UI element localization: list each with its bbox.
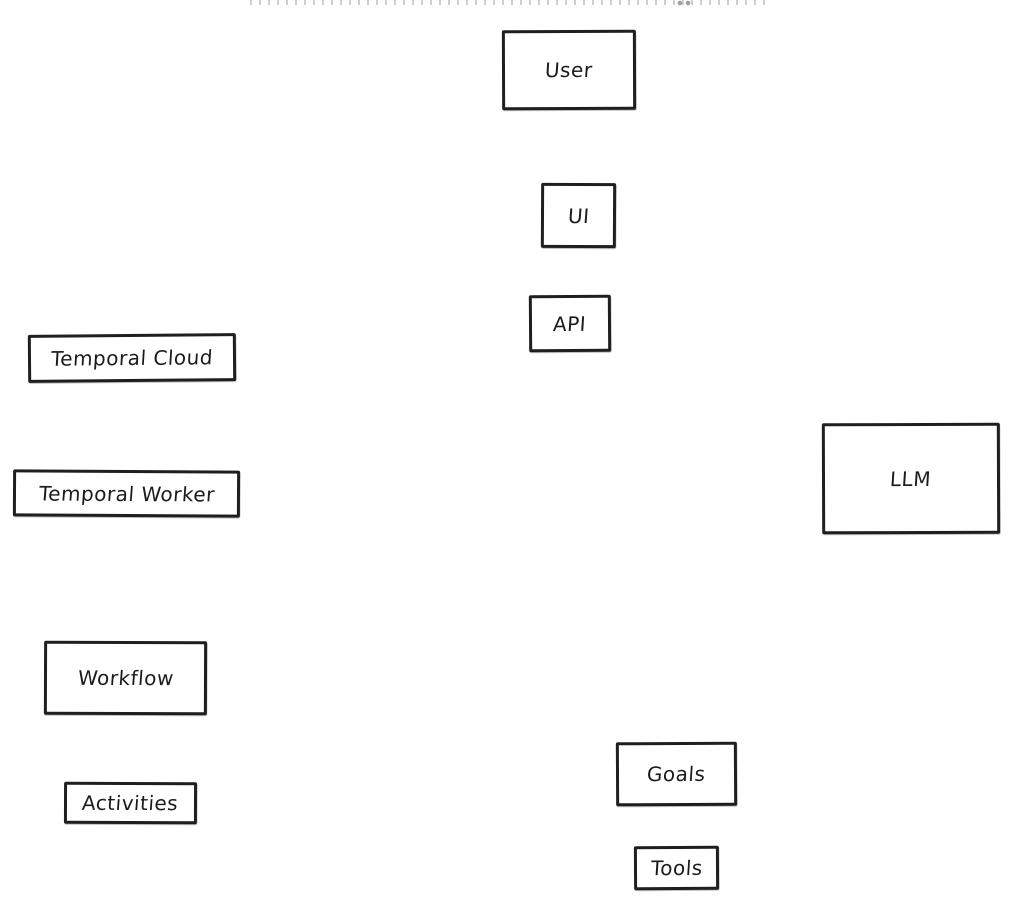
cropped-text-remnant-descenders	[676, 0, 694, 8]
node-llm[interactable]: LLM	[821, 422, 1001, 535]
node-api[interactable]: API	[528, 294, 612, 353]
node-label-api: API	[552, 311, 588, 336]
cropped-text-remnant	[250, 0, 768, 5]
node-goals[interactable]: Goals	[615, 741, 738, 807]
node-temporal-cloud[interactable]: Temporal Cloud	[27, 333, 237, 383]
node-label-goals: Goals	[646, 761, 707, 787]
node-tools[interactable]: Tools	[633, 845, 720, 891]
node-workflow[interactable]: Workflow	[43, 640, 208, 716]
node-label-llm: LLM	[889, 466, 933, 491]
node-label-user: User	[544, 57, 594, 83]
node-label-temporal-worker: Temporal Worker	[37, 481, 216, 506]
node-activities[interactable]: Activities	[63, 781, 198, 825]
node-temporal-worker[interactable]: Temporal Worker	[12, 469, 241, 518]
node-ui[interactable]: UI	[540, 182, 617, 249]
node-user[interactable]: User	[501, 29, 637, 111]
node-label-temporal-cloud: Temporal Cloud	[50, 345, 214, 371]
node-label-ui: UI	[566, 203, 591, 228]
node-label-workflow: Workflow	[76, 665, 175, 691]
node-label-tools: Tools	[649, 855, 704, 881]
node-label-activities: Activities	[81, 790, 180, 816]
